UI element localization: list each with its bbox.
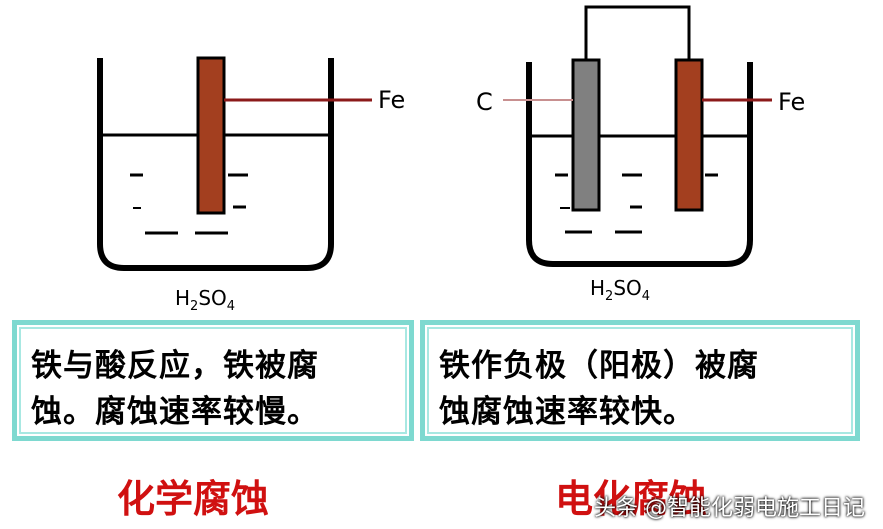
- right-caption-box: 铁作负极（阳极）被腐 蚀腐蚀速率较快。: [420, 320, 860, 441]
- left-caption-line1: 铁与酸反应，铁被腐: [31, 348, 319, 384]
- left-caption-box: 铁与酸反应，铁被腐 蚀。腐蚀速率较慢。: [12, 320, 414, 441]
- right-electrolyte-label: H2SO4: [590, 276, 651, 304]
- left-beaker: [97, 58, 334, 271]
- electrochemical-corrosion-title: 电化腐蚀: [555, 476, 708, 521]
- chemical-corrosion-title: 化学腐蚀: [117, 476, 270, 521]
- left-liquid-marks: [130, 173, 248, 235]
- external-wire: [584, 5, 691, 60]
- right-caption-line1: 铁作负极（阳极）被腐: [439, 348, 759, 384]
- right-fe-label: Fe: [778, 88, 806, 116]
- right-beaker: [526, 62, 753, 267]
- right-liquid-marks: [555, 173, 718, 234]
- right-caption-line2: 蚀腐蚀速率较快。: [439, 394, 695, 430]
- right-iron-electrode: [674, 58, 704, 212]
- left-iron-electrode: [196, 56, 226, 215]
- carbon-label: C: [476, 88, 493, 116]
- left-fe-label: Fe: [378, 86, 406, 114]
- watermark: 头条 @智能化弱电施工日记: [594, 496, 865, 521]
- carbon-electrode: [571, 58, 601, 212]
- left-caption-line2: 蚀。腐蚀速率较慢。: [31, 394, 319, 430]
- left-electrolyte-label: H2SO4: [175, 286, 236, 314]
